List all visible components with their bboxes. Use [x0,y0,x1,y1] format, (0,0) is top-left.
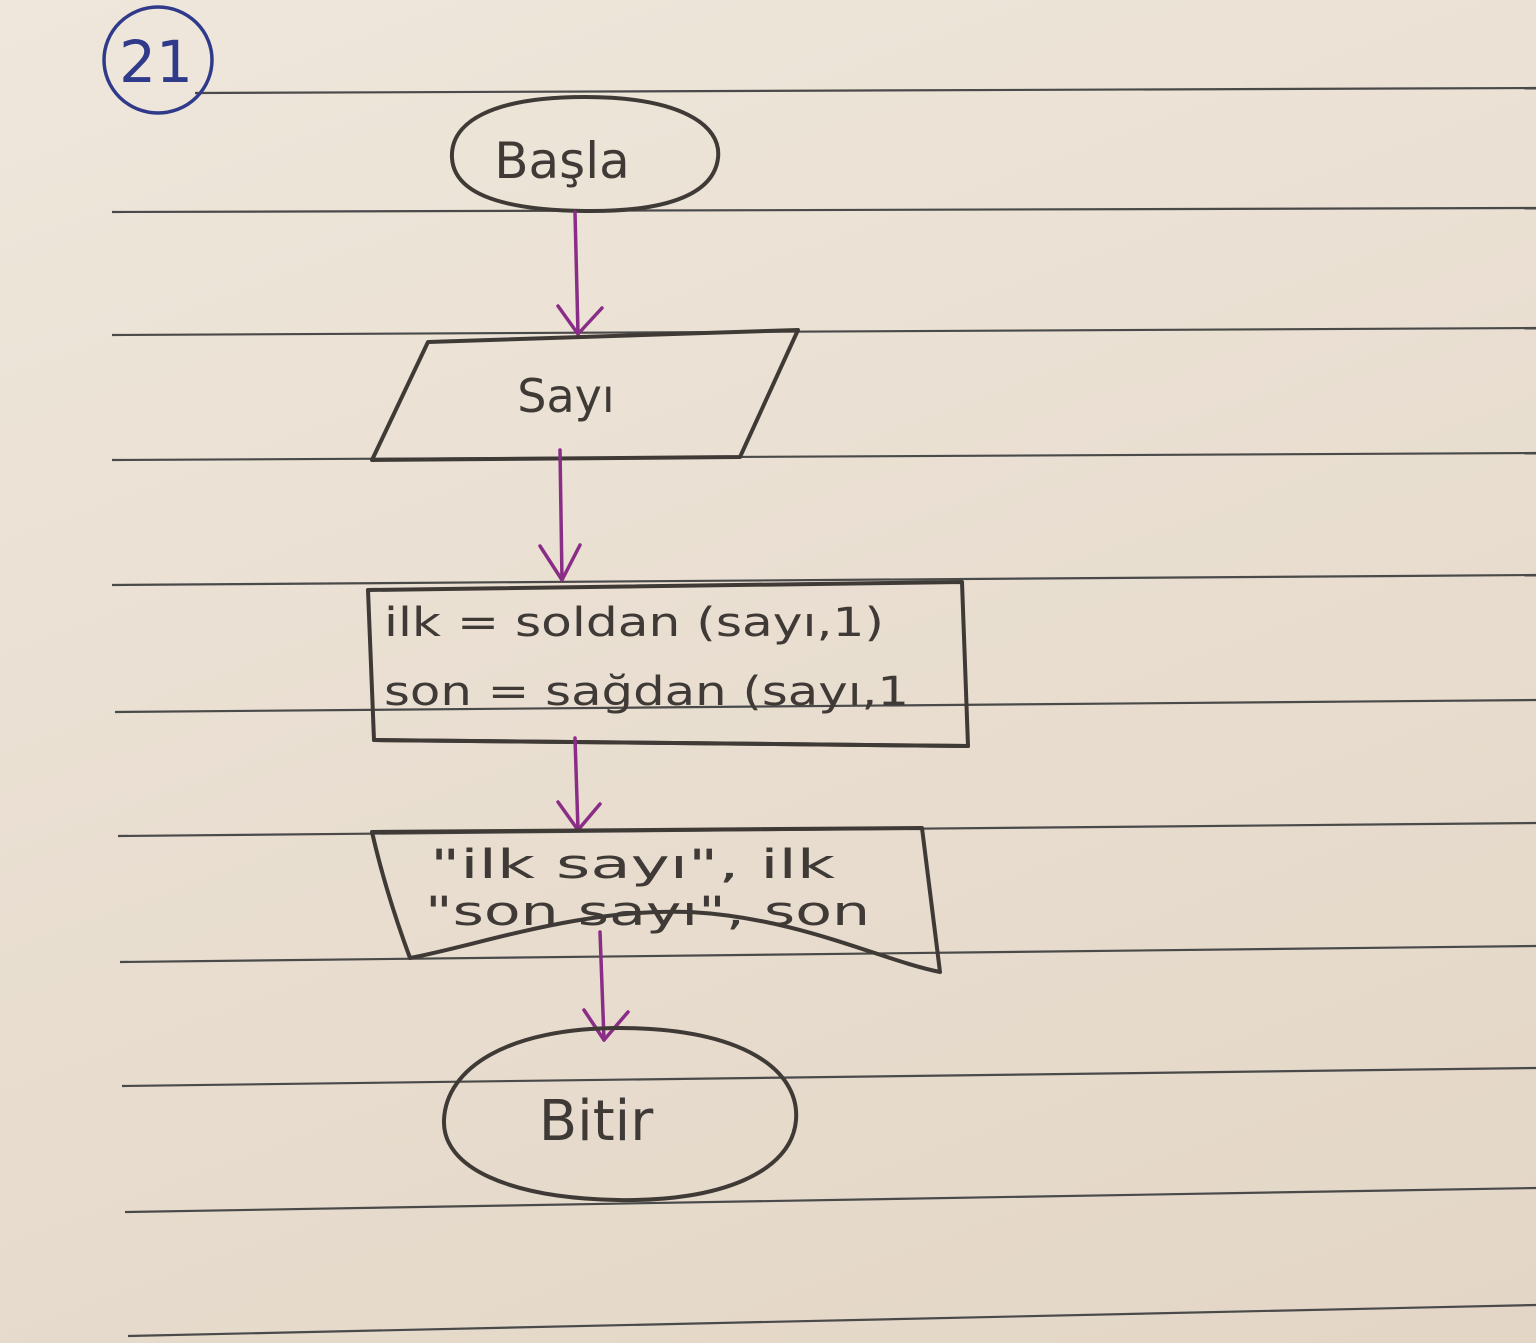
process-box: ilk = soldan (sayı,1) son = sağdan (sayı… [366,580,970,748]
start-terminator: Başla [449,95,721,214]
end-label: Bitir [539,1089,654,1154]
process-line-1: ilk = soldan (sayı,1) [384,600,884,646]
page-number-badge: 21 [102,5,214,115]
output-document: "ilk sayı", ilk "son sayı", son [370,826,942,974]
arrow-start-to-input [556,210,604,336]
ruled-lines [111,86,1536,1338]
arrow-output-to-end [582,930,630,1042]
arrow-input-to-process [538,448,582,582]
end-terminator: Bitir [441,1026,799,1203]
end-oval [441,1026,799,1203]
start-label: Başla [494,132,630,190]
input-shape [370,328,800,462]
process-line-2: son = sağdan (sayı,1 [384,669,909,715]
input-parallelogram: Sayı [370,328,800,462]
output-shape [370,826,942,974]
start-oval [449,95,721,214]
input-label: Sayı [517,369,614,423]
output-line-2: "son sayı", son [425,889,870,935]
output-line-1: "ilk sayı", ilk [430,842,836,888]
page-number: 21 [119,28,193,96]
arrow-process-to-output [556,736,602,832]
page-number-circle [102,5,214,115]
